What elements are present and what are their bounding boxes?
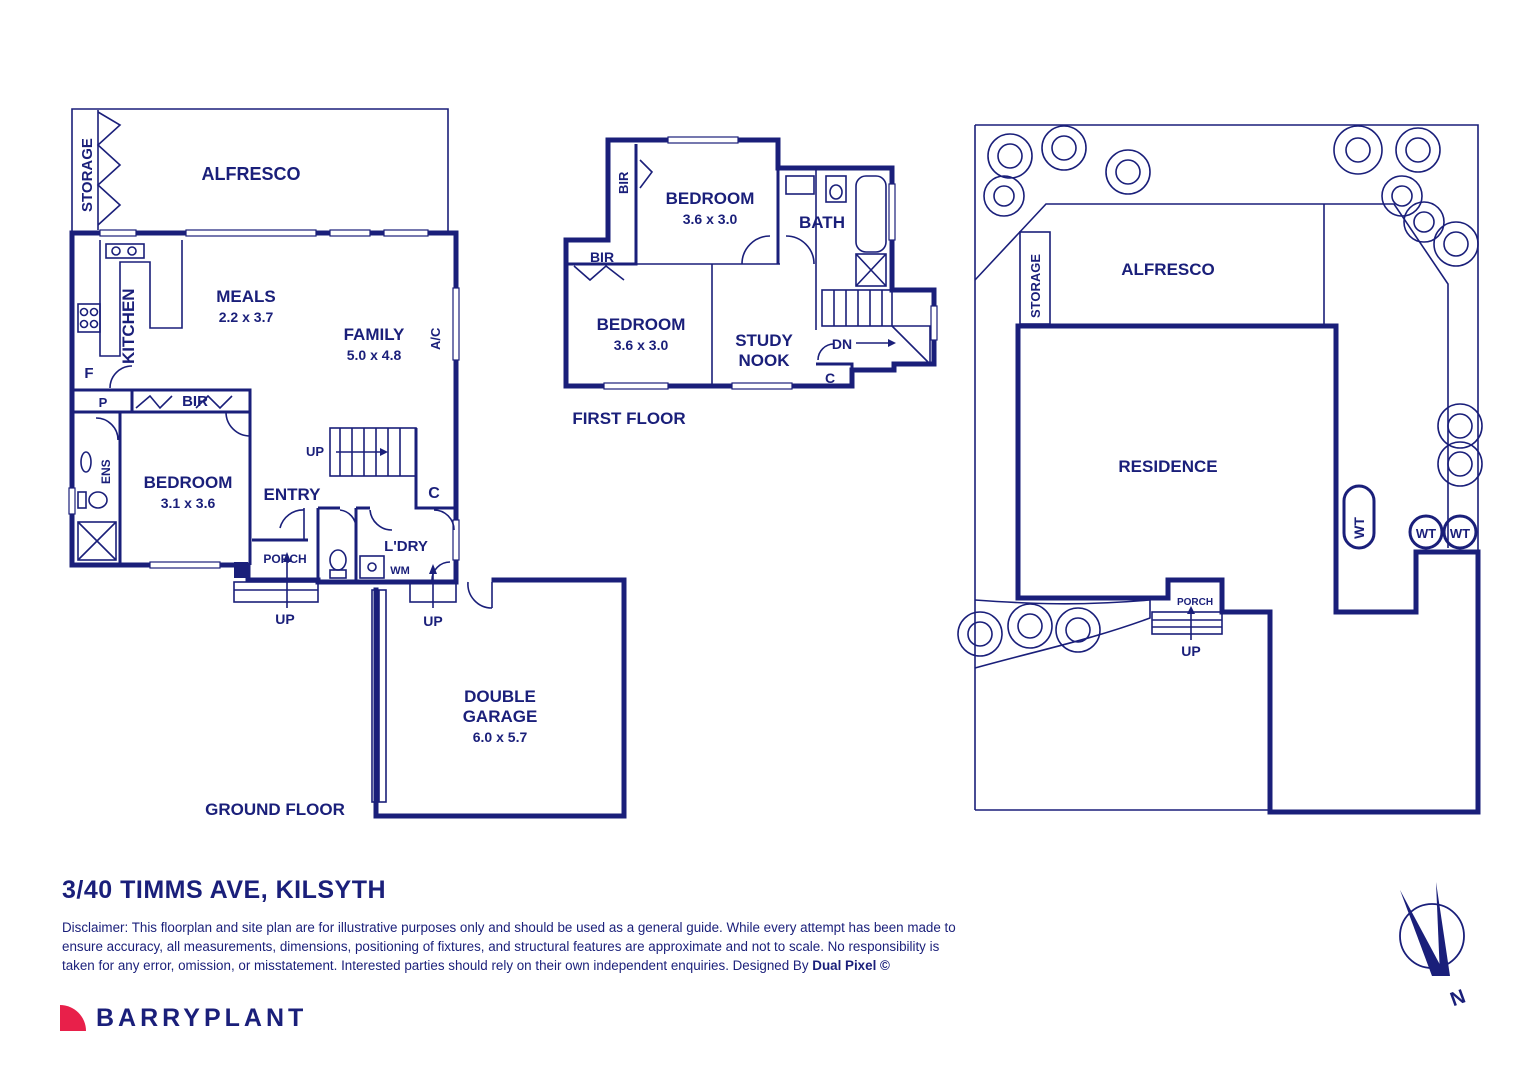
site-storage-label: STORAGE: [1028, 254, 1043, 318]
gf-entry-label: ENTRY: [264, 485, 322, 504]
site-wt3-label: WT: [1450, 526, 1470, 541]
gf-porch-up-label: UP: [275, 611, 294, 627]
disclaimer-text: Disclaimer: This floorplan and site plan…: [62, 920, 956, 973]
ff-dn-label: DN: [832, 336, 852, 352]
ff-bedroom2-dim: 3.6 x 3.0: [614, 337, 669, 353]
gf-family-label: FAMILY: [344, 325, 405, 344]
gf-ens-label: ENS: [99, 459, 113, 484]
gf-meals-dim: 2.2 x 3.7: [219, 309, 274, 325]
gf-bir-label: BIR: [182, 393, 208, 410]
ff-study-label-1: STUDY: [735, 331, 793, 350]
ground-floor-plan: [68, 108, 627, 819]
gf-pantry-label: P: [99, 395, 108, 410]
gf-wm-label: WM: [390, 565, 410, 577]
ff-bedroom2-label: BEDROOM: [597, 315, 686, 334]
gf-family-dim: 5.0 x 4.8: [347, 347, 402, 363]
first-floor-title: FIRST FLOOR: [572, 409, 685, 428]
gf-meals-label: MEALS: [216, 287, 276, 306]
gf-laundry-up-label: UP: [423, 613, 442, 629]
ff-bath-label: BATH: [799, 213, 845, 232]
site-up-label: UP: [1181, 643, 1200, 659]
disclaimer: Disclaimer: This floorplan and site plan…: [62, 918, 972, 975]
gf-alfresco-label: ALFRESCO: [202, 164, 301, 184]
gf-bedroom-label: BEDROOM: [144, 473, 233, 492]
site-wt2-label: WT: [1416, 526, 1436, 541]
ff-bedroom1-label: BEDROOM: [666, 189, 755, 208]
site-wt1-label: WT: [1351, 517, 1367, 539]
gf-storage-label: STORAGE: [79, 138, 96, 212]
brand-mark-icon: [60, 1005, 86, 1031]
brand-name: BARRYPLANT: [96, 1003, 308, 1032]
site-residence-label: RESIDENCE: [1118, 457, 1217, 476]
site-alfresco-label: ALFRESCO: [1121, 260, 1215, 279]
first-floor-plan: [563, 136, 938, 390]
site-plan: [957, 124, 1483, 815]
gf-stairs-up-label: UP: [306, 444, 324, 459]
gf-kitchen-label: KITCHEN: [119, 288, 138, 364]
gf-garage-dim: 6.0 x 5.7: [473, 729, 528, 745]
gf-garage-label-2: GARAGE: [463, 707, 538, 726]
designer-credit: Dual Pixel ©: [812, 958, 890, 973]
ff-bir-left-label: BIR: [590, 249, 614, 265]
site-porch-label: PORCH: [1177, 597, 1213, 608]
gf-garage-label-1: DOUBLE: [464, 687, 536, 706]
gf-fridge-label: F: [84, 365, 93, 382]
ff-study-label-2: NOOK: [739, 351, 791, 370]
brand-logo: BARRYPLANT: [60, 1000, 307, 1036]
ground-floor-title: GROUND FLOOR: [205, 800, 345, 819]
ff-bedroom1-dim: 3.6 x 3.0: [683, 211, 738, 227]
property-address: 3/40 TIMMS AVE, KILSYTH: [62, 876, 387, 904]
gf-bedroom-dim: 3.1 x 3.6: [161, 495, 216, 511]
ff-bir-top-label: BIR: [616, 171, 631, 194]
compass-north-letter: N: [1447, 986, 1468, 1012]
compass: [1399, 882, 1465, 976]
gf-laundry-label: L'DRY: [384, 538, 428, 555]
gf-cupboard-label: C: [428, 485, 440, 502]
ff-cupboard-label: C: [825, 370, 835, 386]
gf-porch-label: PORCH: [263, 552, 306, 566]
gf-ac-label: A/C: [428, 327, 443, 350]
